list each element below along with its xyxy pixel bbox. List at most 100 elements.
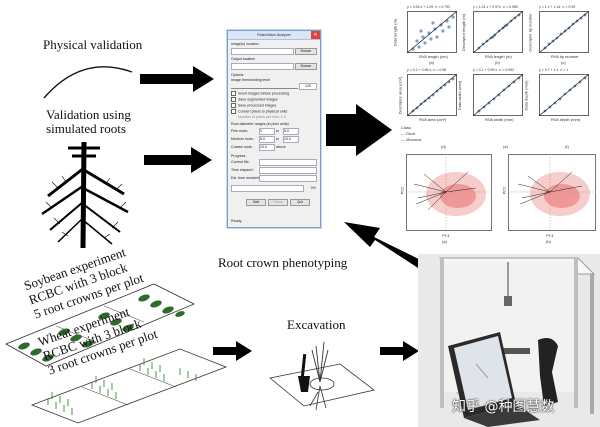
current-file-field <box>259 159 317 166</box>
tag-b: (b) <box>495 60 500 65</box>
options-heading: Options <box>231 73 244 77</box>
dialog-title: RhizoVision Analyzer <box>257 33 291 37</box>
pca-tag-a: (a) <box>442 239 447 244</box>
progress-heading: Progress <box>231 154 246 158</box>
arrow-dialog-to-plots <box>326 104 392 156</box>
y-label-e: Data width (mm) <box>457 80 463 111</box>
wheat-field <box>30 348 228 424</box>
save-segmented-label: Save segmented images <box>238 97 278 102</box>
fine-to-value[interactable]: 5.0 <box>283 128 299 135</box>
arrow-physical-to-dialog <box>140 66 214 92</box>
time-elapsed-field <box>259 167 317 174</box>
convert-pixels-label: Convert pixels to physical units <box>238 109 288 114</box>
est-time-field <box>259 175 317 182</box>
excavation-illustration <box>269 341 375 411</box>
physical-root-curve <box>43 66 133 99</box>
root-crown-label: Root crown phenotyping <box>218 255 348 270</box>
pca-biplot-b: PC1 <box>508 154 596 238</box>
simulated-roots-label-2: simulated roots <box>46 121 126 136</box>
soybean-field <box>5 283 195 367</box>
rhizovision-dialog: RhizoVision Analyzer ✕ Image(s) location… <box>227 30 321 228</box>
ppi-label: Number of pixels per inch: <box>238 115 280 119</box>
image-location-label: Image(s) location <box>231 42 259 46</box>
fine-to-label: to <box>276 129 279 133</box>
watermark: 知乎 @种图慧数 <box>452 399 555 415</box>
svg-text:PC1: PC1 <box>546 233 555 238</box>
tag-c: (c) <box>561 60 566 65</box>
svg-text:PC1: PC1 <box>442 233 451 238</box>
arrow-wheat-to-excavation <box>213 341 252 361</box>
est-time-label: Est. time remaining: <box>231 176 263 180</box>
x-label-d: RVA area (cm²) <box>419 117 447 122</box>
excavation-label: Excavation <box>287 317 346 332</box>
coarse-roots-value[interactable]: 20.0 <box>259 144 275 151</box>
scatter-b <box>473 11 523 53</box>
output-location-input[interactable] <box>231 63 294 70</box>
y-label-c: Descriptor tip number <box>527 13 533 52</box>
medium-to-value[interactable]: 20.0 <box>283 136 299 143</box>
medium-to-label: to <box>276 137 279 141</box>
x-label-a: RVA length (cm) <box>419 54 448 59</box>
arrow-plots-to-box <box>344 222 437 277</box>
pca-biplot-a: PC1 <box>406 154 492 238</box>
scatter-c <box>539 11 589 53</box>
tag-d: (d) <box>441 144 446 149</box>
tag-a: (a) <box>429 60 434 65</box>
pc2-label-a: PC2 <box>399 186 405 195</box>
quit-button[interactable]: Quit <box>290 199 310 206</box>
scatter-f <box>539 74 589 116</box>
eq-e: y = 0.1 + 0.99 x, r² = 0.992 <box>473 68 515 72</box>
eq-f: y = 0.7 + 1 x, r² = 1 <box>539 68 569 72</box>
legend-monocot-label: Monocot <box>406 137 422 142</box>
save-processed-label: Save processed images <box>238 103 277 108</box>
fine-roots-label: Fine roots: <box>231 129 248 133</box>
legend-dicot: — Dicot <box>401 131 416 136</box>
eq-a: y = 0.94 x + 1.29, r² = 0.792 <box>407 5 451 9</box>
y-label-a: Data length (m) <box>392 18 398 47</box>
start-button[interactable]: Start <box>246 199 266 206</box>
invert-checkbox[interactable] <box>231 91 236 96</box>
convert-pixels-checkbox[interactable] <box>231 109 236 114</box>
physical-validation-label: Physical validation <box>43 37 143 52</box>
scatter-a <box>407 11 457 53</box>
medium-roots-value[interactable]: 5.0 <box>259 136 275 143</box>
y-label-d: Descriptor area (cm²) <box>397 76 403 115</box>
pca-tag-b: (b) <box>546 239 551 244</box>
browse-output-button[interactable]: Browse <box>295 63 317 70</box>
imaging-box-photo <box>418 254 600 427</box>
time-elapsed-label: Time elapsed: <box>231 168 254 172</box>
fine-roots-value[interactable]: 0 <box>259 128 275 135</box>
current-file-label: Current file: <box>231 160 250 164</box>
status-text: Ready. <box>231 219 243 223</box>
validation-scatter-grid: y = 0.94 x + 1.29, r² = 0.792 y = 1.01 x… <box>392 4 600 149</box>
x-label-c: RVA tip number <box>551 54 579 59</box>
legend-dicot-label: Dicot <box>406 131 416 136</box>
save-segmented-checkbox[interactable] <box>231 97 236 102</box>
eq-d: y = 0.2 + 0.96 x, r² = 0.98 <box>407 68 447 72</box>
ppi-value[interactable]: 1.0 <box>280 115 286 119</box>
arrow-excavation-to-laptop <box>380 341 419 361</box>
pause-button[interactable]: Pause <box>268 199 288 206</box>
save-processed-checkbox[interactable] <box>231 103 236 108</box>
x-label-b: RVA length (m) <box>485 54 512 59</box>
threshold-slider[interactable] <box>231 84 298 89</box>
medium-roots-label: Medium roots: <box>231 137 254 141</box>
browse-image-button[interactable]: Browse <box>295 48 317 55</box>
tag-e: (e) <box>503 144 508 149</box>
image-location-input[interactable] <box>231 48 294 55</box>
diameter-heading: Root diameter ranges (in pixel units) <box>231 122 289 126</box>
eq-c: y = 1 x + 1.14, r² = 0.99 <box>539 5 576 9</box>
legend-monocot: — Monocot <box>401 137 422 142</box>
scatter-d <box>407 74 457 116</box>
invert-label: Invert images before processing <box>238 91 290 96</box>
threshold-value[interactable]: 120 <box>299 83 317 90</box>
simulated-root-image <box>41 141 129 249</box>
y-label-b: Descriptor length (m) <box>461 13 467 52</box>
pc2-label-b: PC2 <box>501 186 507 195</box>
threshold-label: Image thresholding level <box>231 78 270 82</box>
close-icon[interactable]: ✕ <box>311 31 320 39</box>
progress-percent: 0% <box>310 186 316 190</box>
eq-b: y = 1.01 x + 0.97x, r² = 0.989 <box>473 5 518 9</box>
arrow-simulated-to-dialog <box>144 147 212 173</box>
